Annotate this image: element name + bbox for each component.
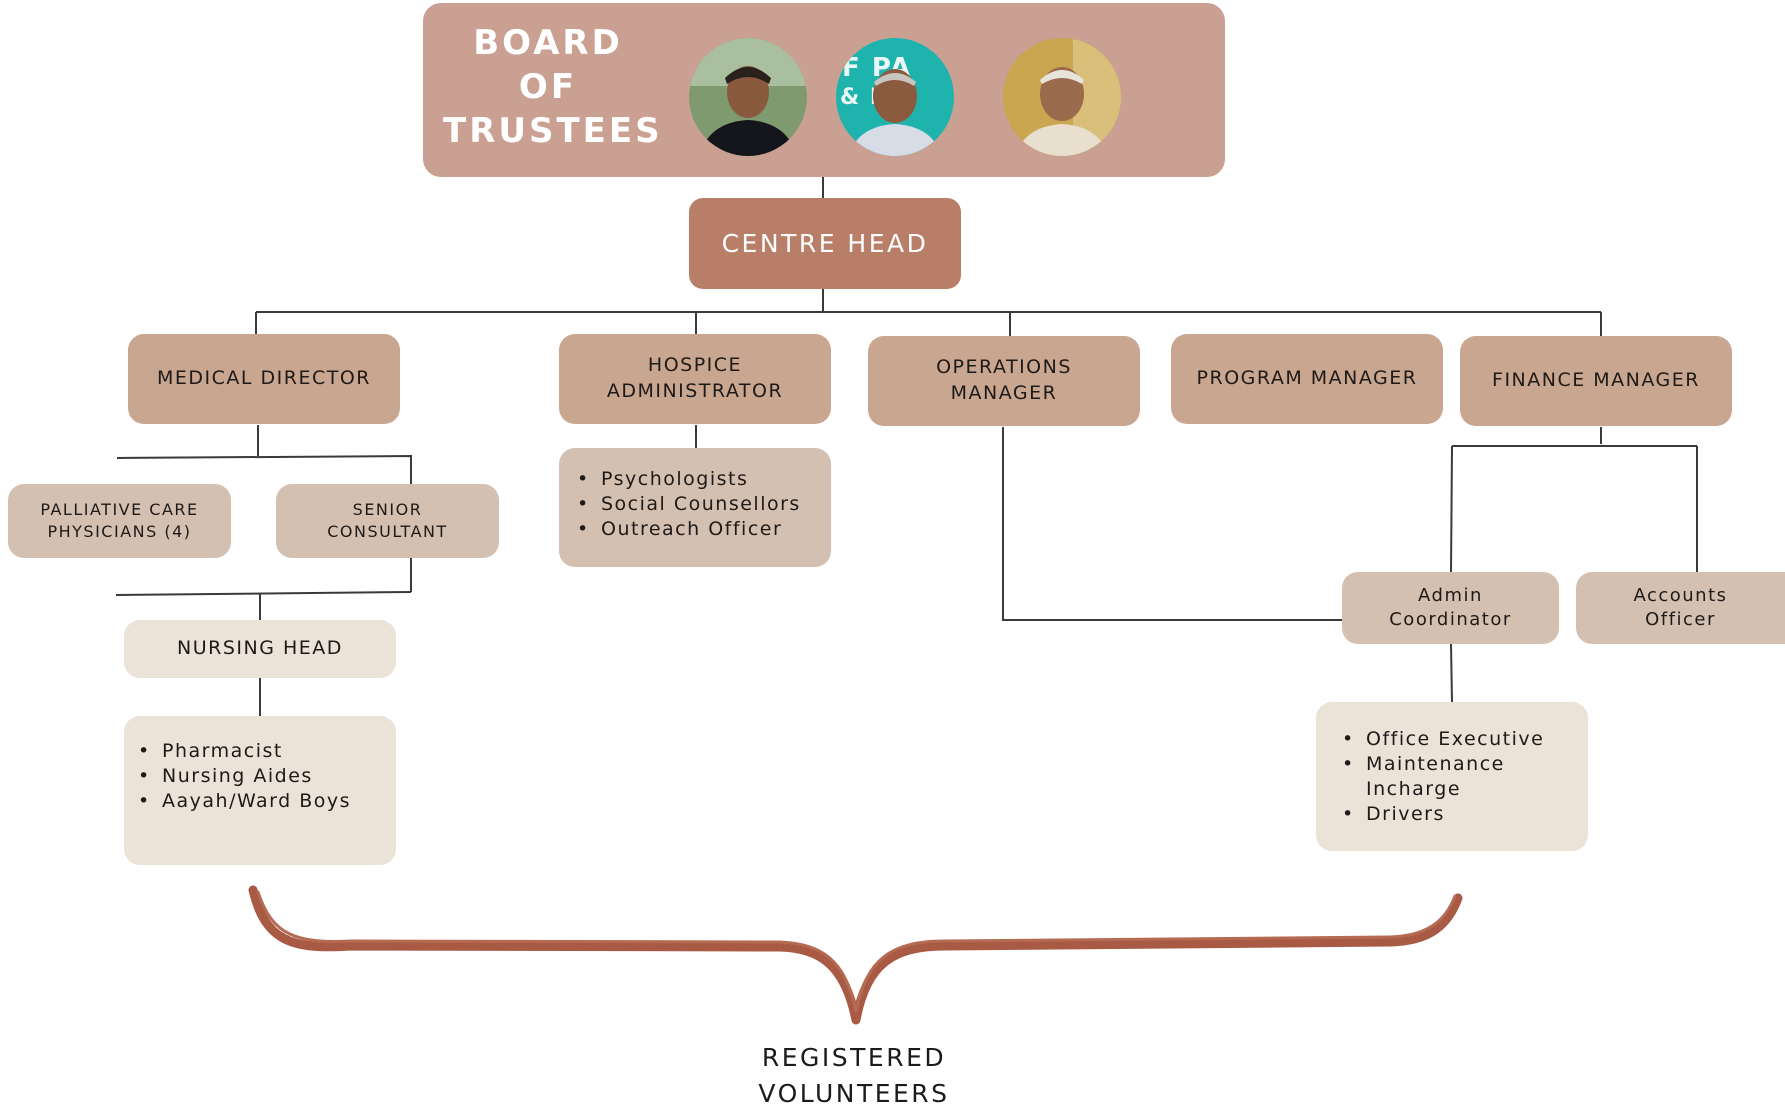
connector-admin-staff — [1450, 643, 1453, 703]
connector-finance-admin — [1450, 445, 1453, 573]
admin-staff-list: Office Executive Maintenance Incharge Dr… — [1340, 727, 1580, 827]
list-item: Pharmacist — [136, 739, 386, 764]
list-item: Nursing Aides — [136, 764, 386, 789]
operations-manager: OPERATIONS MANAGER — [868, 336, 1140, 426]
volunteers-brace-inner — [256, 890, 1457, 1013]
list-item: Aayah/Ward Boys — [136, 789, 386, 814]
palliative-care-physicians: PALLIATIVE CARE PHYSICIANS (4) — [8, 484, 231, 558]
nursing-head: NURSING HEAD — [124, 620, 396, 678]
admin-coordinator: Admin Coordinator — [1342, 572, 1559, 644]
list-item: Psychologists — [575, 467, 825, 492]
connector-medical-lower — [115, 591, 412, 596]
accounts-officer: Accounts Officer — [1576, 572, 1785, 644]
centre-head: CENTRE HEAD — [689, 198, 961, 289]
board-title: BOARD OF TRUSTEES — [443, 23, 663, 152]
trustee-photo-2: F PA & LIA — [836, 38, 954, 156]
list-item: Social Counsellors — [575, 492, 825, 517]
board-of-trustees: BOARD OF TRUSTEES F PA & LIA — [423, 3, 1225, 177]
volunteers-brace — [248, 885, 1463, 1025]
connector-medical-branch — [116, 454, 412, 484]
senior-consultant: SENIOR CONSULTANT — [276, 484, 499, 558]
hospice-staff-list: Psychologists Social Counsellors Outreac… — [575, 467, 825, 542]
nursing-staff-list: Pharmacist Nursing Aides Aayah/Ward Boys — [136, 739, 386, 814]
trustee-photo-3 — [1003, 38, 1121, 156]
finance-manager: FINANCE MANAGER — [1460, 336, 1732, 426]
medical-director: MEDICAL DIRECTOR — [128, 334, 400, 424]
list-item: Outreach Officer — [575, 517, 825, 542]
hospice-administrator: HOSPICE ADMINISTRATOR — [559, 334, 831, 424]
registered-volunteers: REGISTERED VOLUNTEERS — [758, 1043, 950, 1108]
list-item: Maintenance Incharge — [1340, 752, 1580, 802]
trustee-photo-1 — [689, 38, 807, 156]
connector-operations-admin — [1002, 427, 1342, 621]
list-item: Office Executive — [1340, 727, 1580, 752]
list-item: Drivers — [1340, 802, 1580, 827]
program-manager: PROGRAM MANAGER — [1171, 334, 1443, 424]
